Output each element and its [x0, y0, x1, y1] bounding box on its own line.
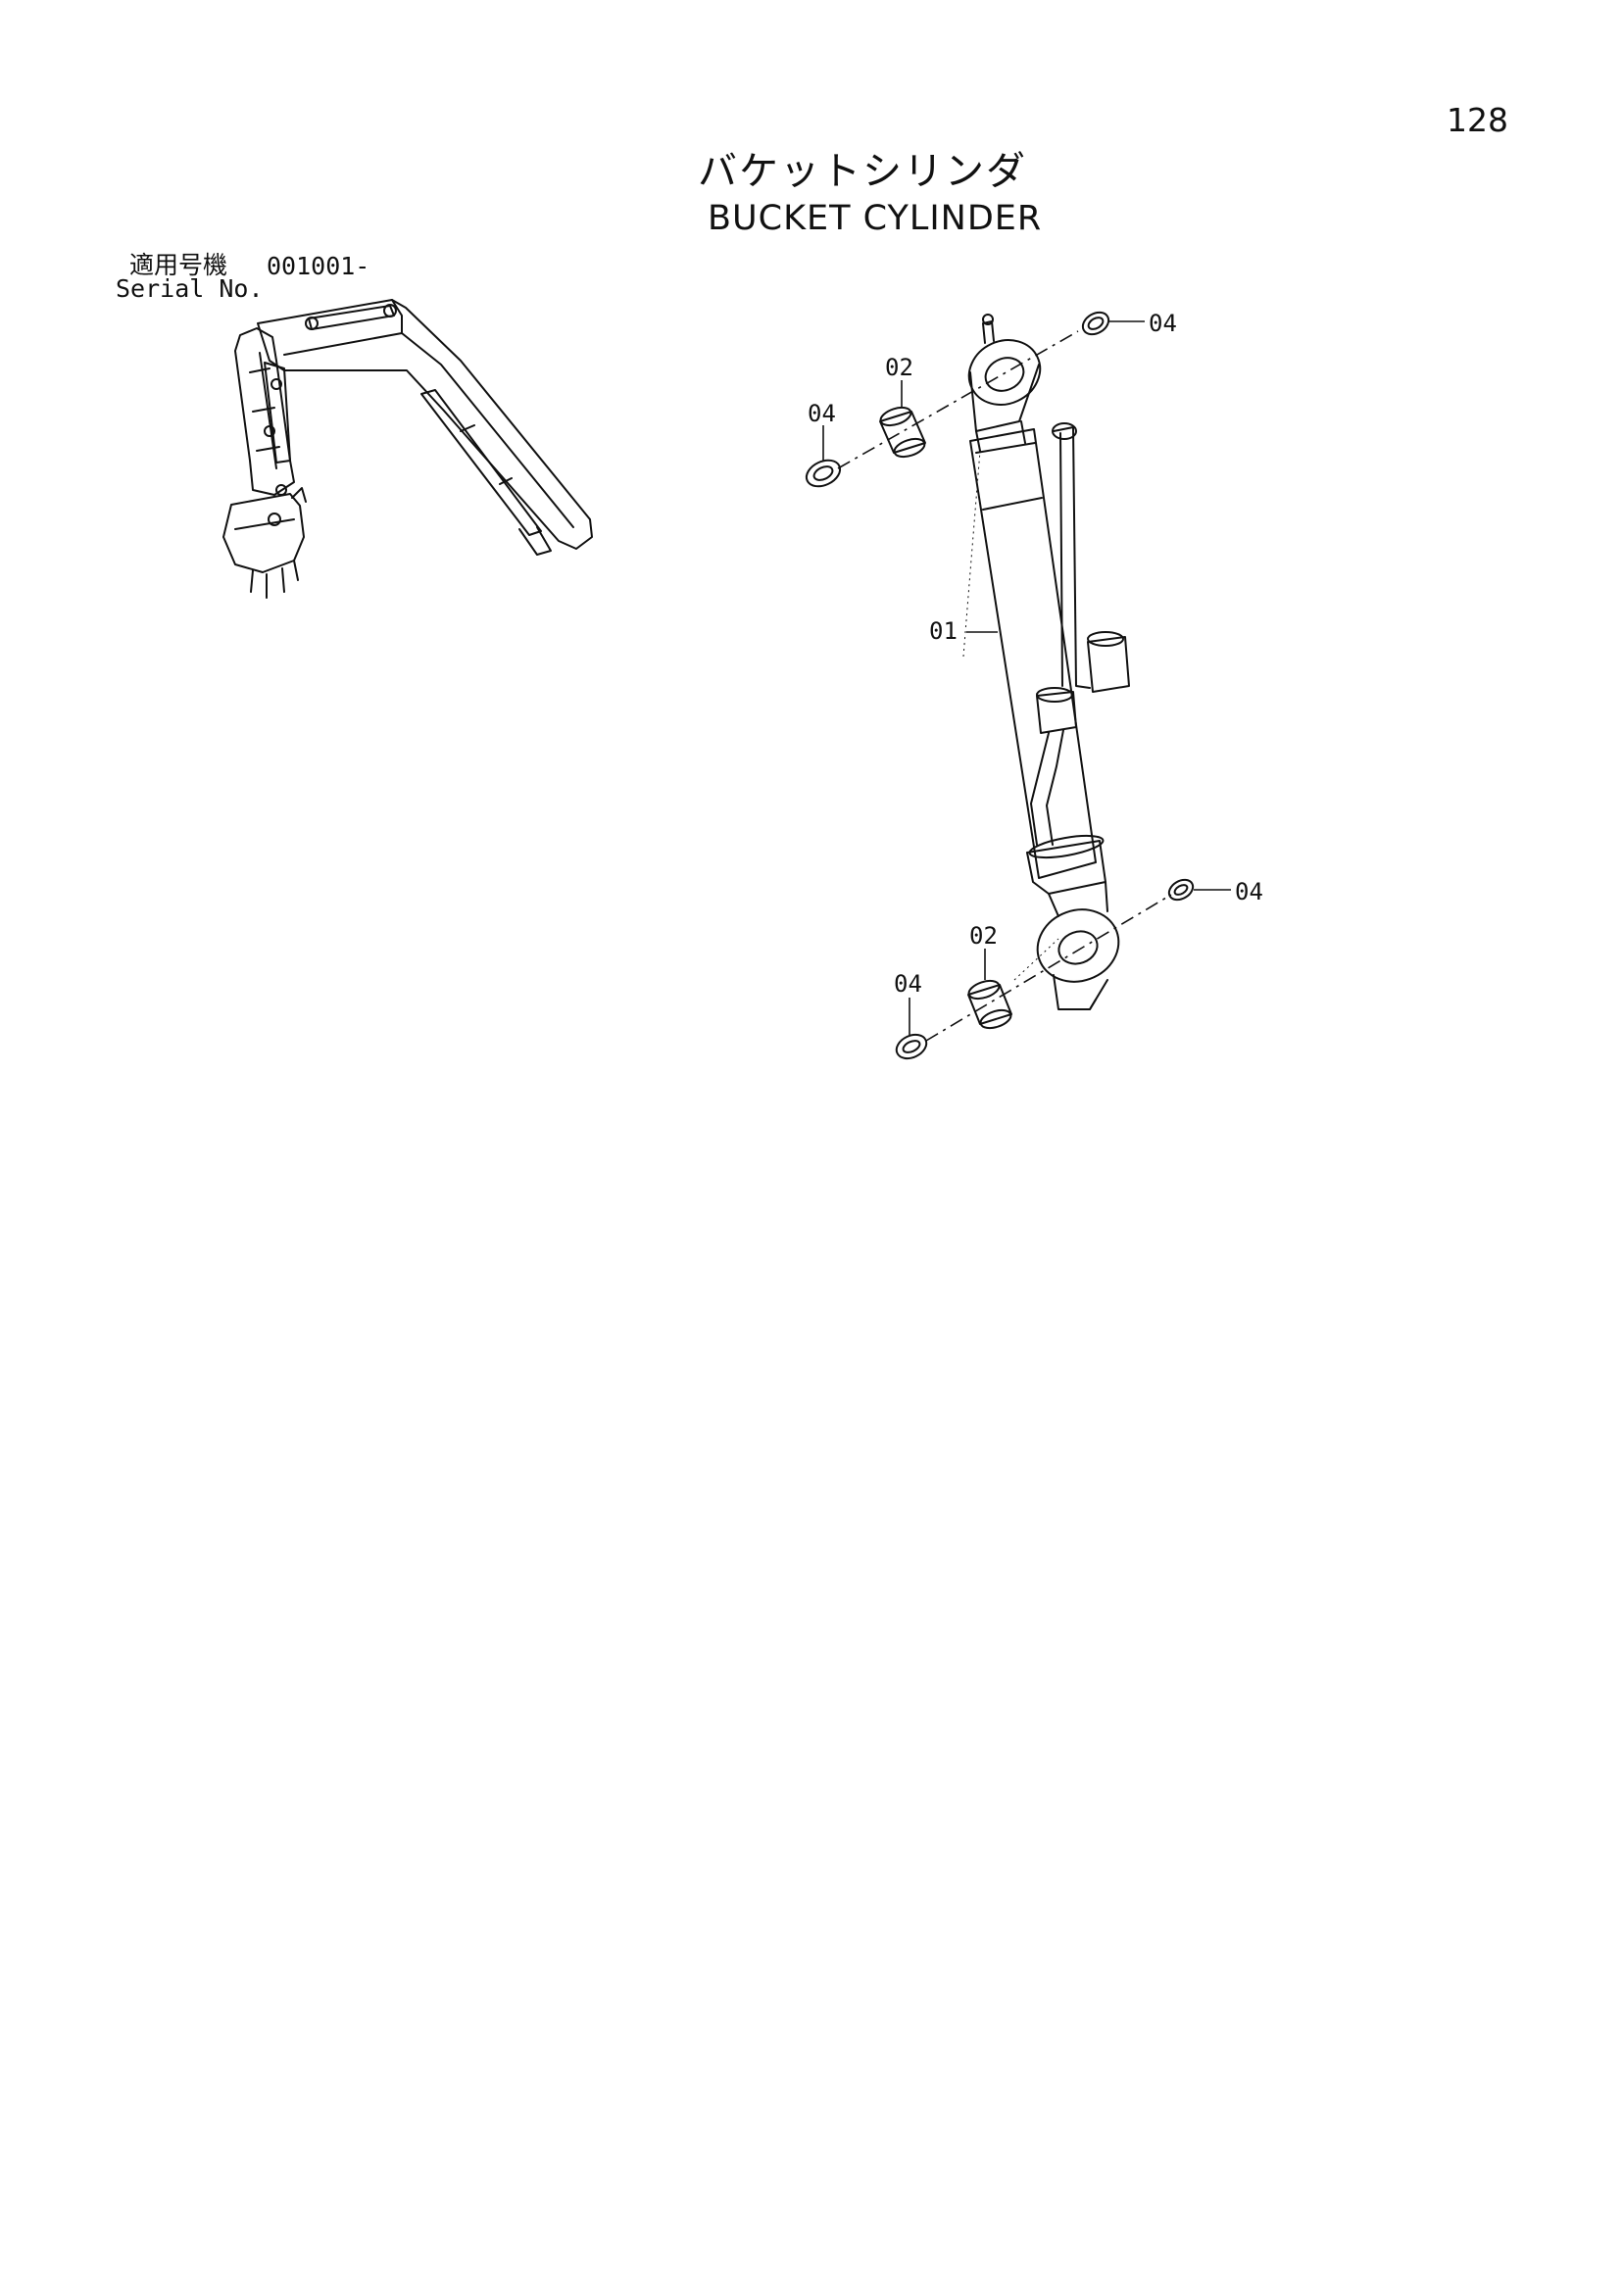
serial-label-english: Serial No.	[116, 274, 264, 303]
excavator-arm-illustration	[222, 299, 593, 599]
serial-label-japanese: 適用号機	[129, 251, 228, 279]
seal-ring-04-top-right	[1081, 311, 1110, 336]
callout-01-cylinder: 01	[929, 617, 958, 645]
page-number: 128	[1447, 101, 1508, 139]
callout-02-top: 02	[885, 354, 913, 381]
callout-04-bottom-left: 04	[894, 970, 922, 998]
callout-02-bottom: 02	[969, 922, 998, 950]
seal-ring-04-bottom-right	[1167, 878, 1195, 902]
bucket-cylinder-assembly	[967, 314, 1130, 1010]
callout-04-top-right: 04	[1149, 310, 1177, 337]
bushing-02-bottom	[967, 979, 1012, 1030]
seal-ring-04-top-left	[805, 459, 842, 488]
callout-04-bottom-right: 04	[1235, 878, 1263, 905]
bushing-02-top	[879, 406, 926, 459]
seal-ring-04-bottom-left	[895, 1033, 928, 1060]
reference-dotted-lines	[962, 450, 1059, 981]
assembly-center-lines	[837, 330, 1172, 1042]
page-title-english: BUCKET CYLINDER	[708, 199, 1043, 238]
callout-04-top-left: 04	[808, 400, 836, 427]
callout-leader-lines	[822, 320, 1231, 1035]
serial-number-range: 001001-	[267, 252, 370, 280]
page-title-japanese: バケットシリンダ	[698, 149, 1027, 194]
